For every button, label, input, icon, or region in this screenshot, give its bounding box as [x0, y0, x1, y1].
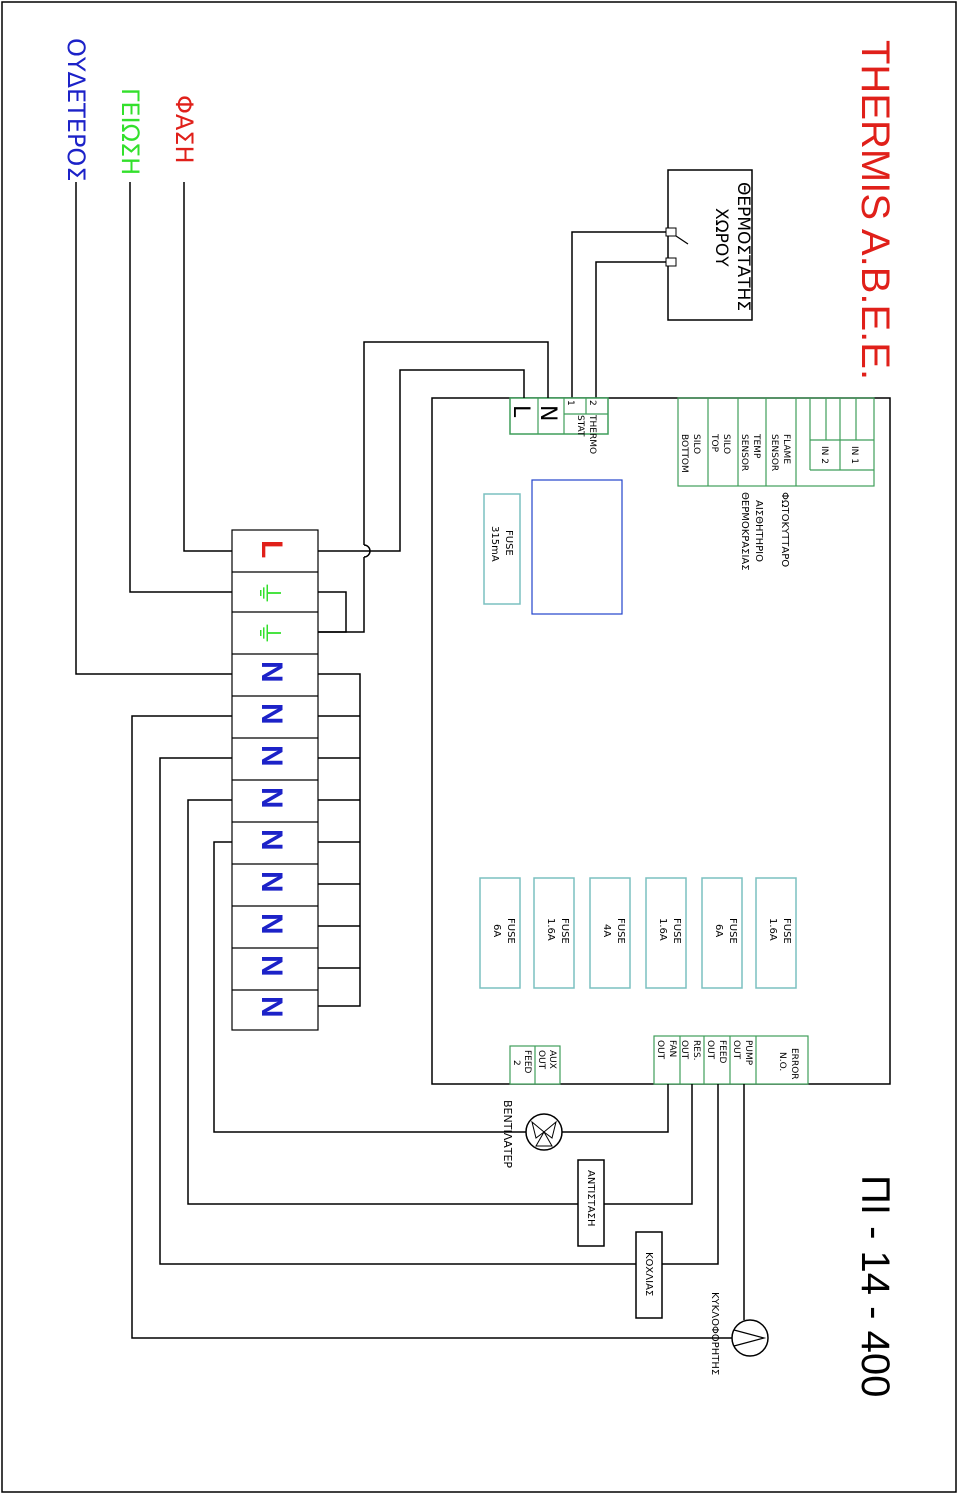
supply-wires: [75, 182, 232, 675]
fuse-5-line1: FUSE: [559, 918, 570, 944]
power-connector: [509, 397, 609, 435]
temp-note-2: ΘΕΡΜΟΚΡΑΣΙΑΣ: [739, 492, 750, 571]
connector-pin1: 1: [565, 400, 575, 406]
fan-label-1: FAN: [667, 1040, 677, 1057]
fuse-6-line2: 6A: [491, 924, 502, 937]
terminal-earth-2: ⏚: [253, 620, 283, 646]
fuse-2-line2: 6A: [713, 924, 724, 937]
terminal-earth-1: ⏚: [253, 580, 283, 606]
aux-label-2: OUT: [536, 1050, 546, 1070]
auger-label: ΚΟΧΛΙΑΣ: [643, 1252, 654, 1296]
feed2-label-1: FEED: [522, 1050, 532, 1074]
res-label-2: OUT: [679, 1040, 689, 1060]
thermostat-contact-icon: [665, 227, 677, 237]
terminal-n-6: N: [255, 871, 288, 893]
error-label-1: ERROR: [789, 1048, 799, 1080]
connector-n-label: N: [535, 405, 560, 421]
resistor-icon: [577, 1159, 605, 1247]
in2-label: IN 2: [819, 446, 829, 464]
temp-note-1: ΑΙΣΘΗΤΗΡΙΟ: [753, 500, 764, 562]
legend-phase: ΦΑΣΗ: [170, 95, 198, 164]
terminal-n-7: N: [255, 913, 288, 935]
fuse-4-line1: FUSE: [615, 918, 626, 944]
silo-bottom-label-2: BOTTOM: [679, 434, 689, 473]
fuse-1-line2: 1.6A: [767, 918, 778, 941]
temp-label-2: SENSOR: [739, 434, 749, 471]
silo-bottom-label-1: SILO: [691, 434, 701, 454]
fuse-3-line1: FUSE: [671, 918, 682, 944]
room-thermostat: [665, 169, 753, 321]
fuse-3-line2: 1.6A: [657, 918, 668, 941]
silo-top-label-1: SILO: [721, 434, 731, 454]
connector-thermo-label: THERMO: [587, 414, 597, 454]
resistor-label: ΑΝΤΙΣΤΑΣΗ: [585, 1170, 596, 1226]
in1-label: IN 1: [849, 446, 859, 464]
terminal-l: L: [255, 540, 288, 558]
fuse-4-line2: 4A: [601, 924, 612, 937]
connector-stat-label: STAT: [575, 415, 585, 437]
main-fuse-line1: FUSE: [503, 530, 514, 556]
feed-label-1: FEED: [717, 1040, 727, 1064]
fan-icon: [525, 1113, 563, 1151]
thermostat-label-1: ΘΕΡΜΟΣΤΑΤΗΣ: [733, 182, 753, 311]
fan-label: ΒΕΝΤΙΛΑΤΕΡ: [501, 1100, 514, 1168]
main-fuse-line2: 315mA: [489, 526, 500, 562]
temp-label-1: TEMP: [751, 433, 761, 459]
aux-connector: [509, 1045, 561, 1085]
neutral-bus-wires: [318, 673, 361, 1007]
feed2-label-2: 2: [511, 1060, 521, 1066]
main-fuse: [483, 493, 521, 605]
terminal-n-8: N: [255, 996, 288, 1018]
terminal-n-9: N: [255, 955, 288, 977]
terminal-n-5: N: [255, 829, 288, 851]
connector-l-label: L: [508, 405, 533, 418]
fan-label-2: OUT: [655, 1040, 665, 1060]
pump-label-2: OUT: [731, 1040, 741, 1060]
fuse-5-line2: 1.6A: [545, 918, 556, 941]
aux-label-1: AUX: [547, 1050, 557, 1069]
transformer-block: [531, 479, 623, 615]
neutral-return-wires: [131, 715, 734, 1339]
fuse-6-line1: FUSE: [505, 918, 516, 944]
fuse-1-line1: FUSE: [781, 918, 792, 944]
terminal-n-3: N: [255, 745, 288, 767]
fuse-boxes: [479, 877, 797, 989]
sensor-connector: [677, 397, 875, 487]
output-connector: [653, 1035, 809, 1085]
thermostat-label-2: ΧΩΡΟΥ: [711, 208, 731, 267]
terminal-n-4: N: [255, 787, 288, 809]
flame-label-2: SENSOR: [769, 434, 779, 471]
terminal-n-1: N: [255, 661, 288, 683]
flame-label-1: FLAME: [781, 434, 791, 464]
auger-icon: [635, 1231, 663, 1319]
res-label-1: RES.: [691, 1040, 701, 1061]
pump-icon: [731, 1319, 769, 1357]
legend-neutral: ΟΥΔΕΤΕΡΟΣ: [62, 38, 90, 181]
title: THERMIS A.B.E.E.: [853, 40, 897, 380]
load-output-wires: [562, 1084, 745, 1320]
feed-label-2: OUT: [705, 1040, 715, 1060]
connector-pin2: 2: [587, 400, 597, 406]
thermostat-wires: [571, 231, 666, 400]
error-label-2: N.O.: [777, 1052, 787, 1071]
silo-top-label-2: TOP: [709, 433, 719, 453]
fuse-2-line1: FUSE: [727, 918, 738, 944]
drawing-number: ΠΙ - 14 - 400: [853, 1175, 897, 1397]
earth-jumper: [318, 591, 347, 633]
terminal-n-2: N: [255, 703, 288, 725]
legend-earth: ΓΕΙΩΣΗ: [116, 88, 144, 175]
terminal-block: [231, 529, 319, 1031]
pump-label: ΚΥΚΛΟΦΟΡΗΤΗΣ: [709, 1292, 720, 1375]
pump-label-1: PUMP: [743, 1040, 753, 1066]
photocell-note: ΦΩΤΟΚΥΤΤΑΡΟ: [779, 492, 790, 567]
